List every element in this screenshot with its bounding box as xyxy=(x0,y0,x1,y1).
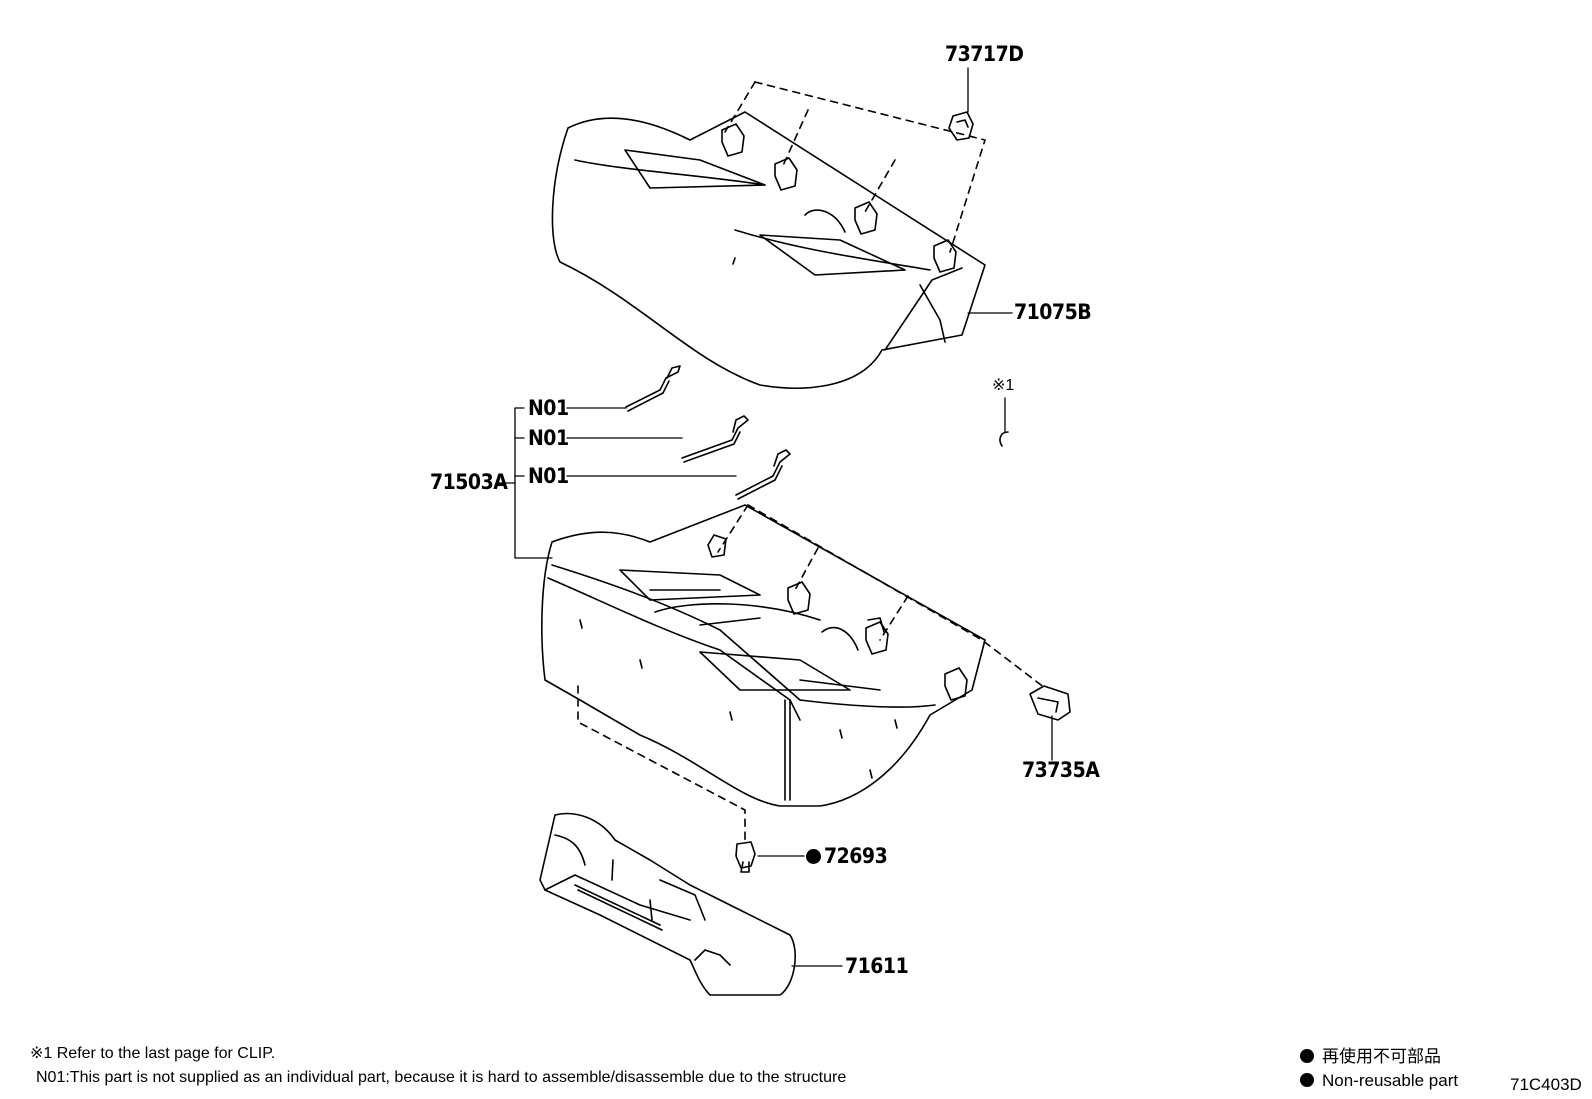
ref-mark-clip: ※1 xyxy=(992,377,1015,394)
clip-note: ※1 Refer to the last page for CLIP. xyxy=(30,1045,276,1062)
part-label-72693: 72693 xyxy=(806,844,888,868)
n01-note: N01:This part is not supplied as an indi… xyxy=(36,1069,847,1086)
diagram-code: 71C403D xyxy=(1510,1075,1582,1094)
seat-cushion-panel xyxy=(539,812,843,996)
seatback-cover xyxy=(551,81,1013,389)
filled-circle-icon xyxy=(1300,1049,1314,1063)
part-label-71075B: 71075B xyxy=(1014,300,1092,324)
ref-clip-drawing xyxy=(999,397,1009,447)
part-label-73717D: 73717D xyxy=(945,42,1024,66)
clip-73717D-drawing xyxy=(948,67,974,141)
non-reusable-icon xyxy=(806,849,821,864)
part-label-71503A: 71503A xyxy=(430,470,508,494)
clip-72693-drawing xyxy=(735,841,805,873)
part-label-N01-c: N01 xyxy=(528,464,569,488)
filled-circle-icon xyxy=(1300,1073,1314,1087)
seat-cushion-assembly xyxy=(541,504,1046,841)
part-label-71611: 71611 xyxy=(845,954,909,978)
wire-frames-N01 xyxy=(496,365,791,559)
part-label-73735A: 73735A xyxy=(1022,758,1100,782)
legend-en: Non-reusable part xyxy=(1300,1072,1458,1089)
legend-jp-text: 再使用不可部品 xyxy=(1322,1047,1441,1066)
legend-en-text: Non-reusable part xyxy=(1322,1071,1459,1090)
part-label-N01-a: N01 xyxy=(528,396,569,420)
part-label-N01-b: N01 xyxy=(528,426,569,450)
hook-73735A-drawing xyxy=(1029,685,1071,761)
part-number-72693: 72693 xyxy=(824,844,888,868)
legend-jp: 再使用不可部品 xyxy=(1300,1048,1441,1065)
